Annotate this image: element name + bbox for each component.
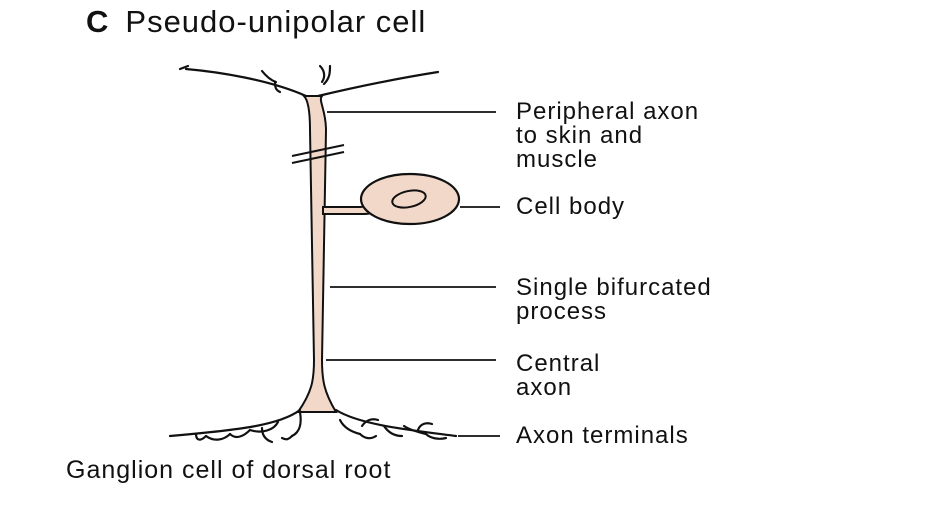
axon-terminal-branches [168,408,458,444]
label-line: Central [516,350,601,377]
label-axon-terminals: Axon terminals [516,422,689,449]
figure-title: C Pseudo-unipolar cell [86,4,426,40]
figure-caption: Ganglion cell of dorsal root [66,456,392,484]
label-single-bifurcated-process: Single bifurcated process [516,276,712,324]
panel-letter: C [86,4,110,39]
label-central-axon: Central axon [516,352,600,400]
title-text: Pseudo-unipolar cell [125,4,427,39]
label-line: to skin and [516,122,644,149]
nucleus [391,189,427,209]
label-line: process [516,298,608,325]
label-peripheral-axon: Peripheral axon to skin and muscle [516,100,699,172]
label-line: muscle [516,146,599,173]
label-line: axon [516,374,573,401]
main-process [296,95,338,413]
leader-lines [326,111,500,437]
label-cell-body: Cell body [516,193,626,220]
label-line: Single bifurcated [516,274,712,301]
cell-body [359,172,461,226]
peripheral-branches [178,64,440,98]
label-line: Peripheral axon [516,98,700,125]
axon-break-marks [291,144,345,164]
